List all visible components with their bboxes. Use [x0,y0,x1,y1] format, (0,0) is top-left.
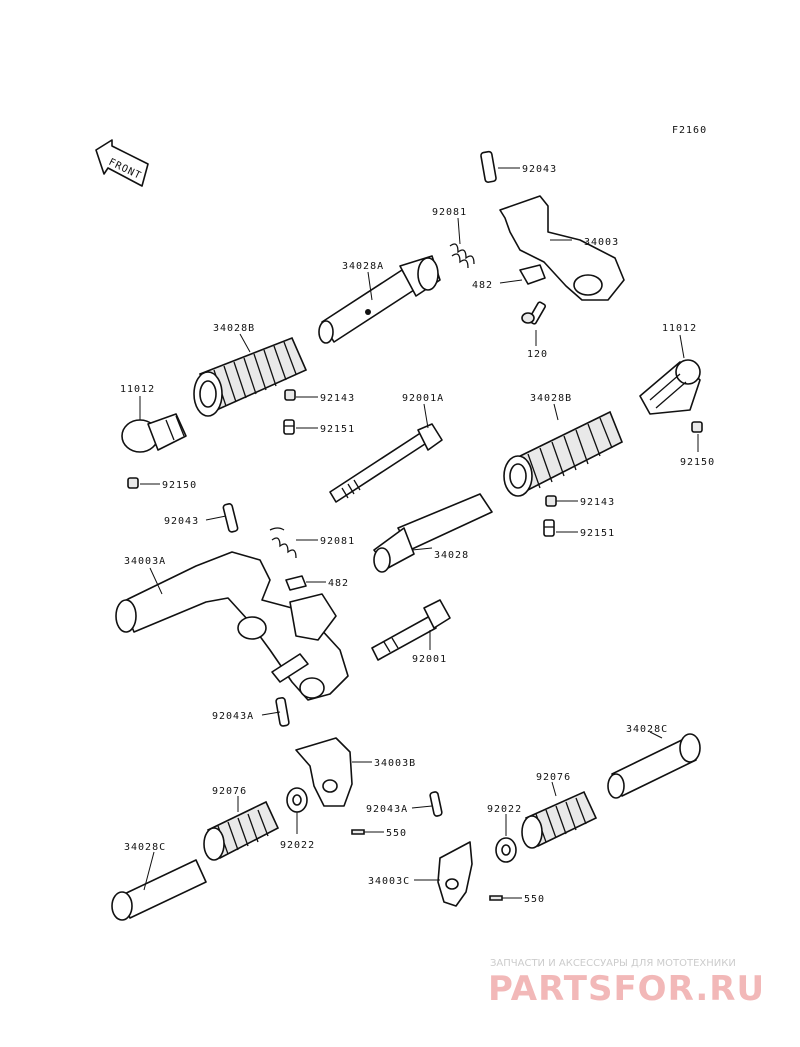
leader-lines [139,167,699,899]
washer-92022-left-icon [286,787,308,813]
grip-92076-right-icon [521,790,598,849]
bracket-34003B-icon [295,737,353,807]
screw-92143-right-icon [545,495,557,507]
spring-92081-mid-icon [269,527,297,559]
spring-92081-top-icon [449,243,475,269]
label-92143-left: 92143 [320,393,355,404]
label-92151-right: 92151 [580,528,615,539]
label-92043-top: 92043 [522,164,557,175]
shaft-34028-icon [373,493,493,573]
shaft-34028A-icon [318,255,441,344]
label-92143-right: 92143 [580,497,615,508]
watermark-logo: PARTSFOR.RU [488,969,765,1009]
screw-92150-left-icon [127,477,139,489]
label-92076-left: 92076 [212,786,247,797]
screw-92151-right-icon [543,519,555,537]
label-34003C: 34003C [368,876,410,887]
label-34028A: 34028A [342,261,384,272]
figure-code: F2160 [672,125,707,136]
label-34003B: 34003B [374,758,416,769]
screw-92151-left-icon [283,419,295,435]
label-92076-right: 92076 [536,772,571,783]
label-92022-right: 92022 [487,804,522,815]
label-92022-left: 92022 [280,840,315,851]
label-34028B-left: 34028B [213,323,255,334]
screw-92150-right-icon [691,421,703,433]
watermark-tagline: ЗАПЧАСТИ И АКСЕССУАРЫ ДЛЯ МОТОТЕХНИКИ [490,958,736,969]
arm-34003A-icon [115,551,349,701]
front-arrow-icon: FRONT [95,139,149,187]
label-92150-left: 92150 [162,480,197,491]
cap-11012-right-icon [639,359,701,415]
label-11012-right: 11012 [662,323,697,334]
label-92081-mid: 92081 [320,536,355,547]
label-92043A-left: 92043A [212,711,254,722]
label-11012-left: 11012 [120,384,155,395]
pin-550-upper-icon [351,829,365,835]
label-34028C-left: 34028C [124,842,166,853]
tube-34028C-right-icon [607,733,701,799]
label-92151-left: 92151 [320,424,355,435]
grip-34028B-left-icon [193,336,308,417]
label-92001: 92001 [412,654,447,665]
tube-34028C-left-icon [111,859,207,921]
label-92043-mid: 92043 [164,516,199,527]
label-550-lower: 550 [524,894,545,905]
bracket-34003C-icon [437,841,473,907]
label-92043A-right: 92043A [366,804,408,815]
label-92001A: 92001A [402,393,444,404]
pin-92043-mid-icon [222,503,239,533]
grip-34028B-right-icon [503,410,624,497]
cap-11012-left-icon [121,413,187,453]
bolt-92001-icon [371,599,451,661]
label-482-top: 482 [472,280,493,291]
label-34028: 34028 [434,550,469,561]
label-550-upper: 550 [386,828,407,839]
label-92081-top: 92081 [432,207,467,218]
washer-92022-right-icon [495,837,517,863]
label-120: 120 [527,349,548,360]
pin-550-lower-icon [489,895,503,901]
label-482-mid: 482 [328,578,349,589]
pin-92043A-right-icon [429,791,443,817]
screw-92143-left-icon [284,389,296,401]
label-34028B-right: 34028B [530,393,572,404]
clip-482-mid-icon [285,575,307,591]
bracket-34003-icon [480,150,625,325]
label-34003: 34003 [584,237,619,248]
label-34003A: 34003A [124,556,166,567]
bolt-92001A-icon [329,423,443,503]
label-92150-right: 92150 [680,457,715,468]
grip-92076-left-icon [203,800,280,861]
label-34028C-right: 34028C [626,724,668,735]
